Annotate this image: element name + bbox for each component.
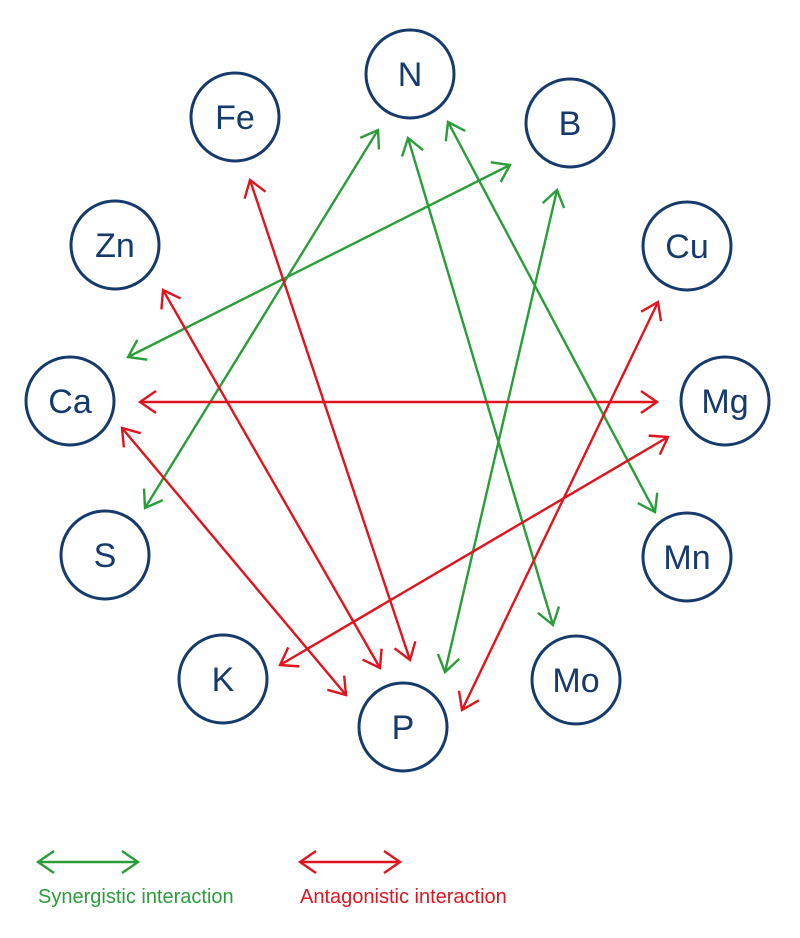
node-label: K xyxy=(212,661,235,699)
antagonistic-arrow-cu-p xyxy=(457,300,663,712)
node-fe: Fe xyxy=(189,71,281,163)
node-circle xyxy=(69,199,161,291)
node-circle xyxy=(524,77,616,169)
node-label: Ca xyxy=(48,383,92,421)
arrow-head-icon xyxy=(243,177,267,199)
node-label: Mn xyxy=(663,539,710,577)
arrow-head-icon xyxy=(444,120,466,142)
node-n: N xyxy=(364,28,456,120)
arrow-head-icon xyxy=(137,390,157,414)
arrow-line xyxy=(121,427,347,696)
node-label: S xyxy=(94,537,117,575)
arrow-head-icon xyxy=(436,653,461,675)
node-label: Fe xyxy=(215,99,255,137)
node-circle xyxy=(679,355,771,447)
arrow-head-icon xyxy=(537,606,561,628)
node-ca: Ca xyxy=(24,355,116,447)
synergistic-arrow-n-s xyxy=(142,128,381,510)
legend-antagonistic-label: Antagonistic interaction xyxy=(300,886,507,908)
arrow-head-icon xyxy=(457,690,480,712)
arrow-line xyxy=(248,179,412,661)
arrow-head-icon xyxy=(541,187,566,209)
legend-synergistic-arrow-icon xyxy=(35,850,141,874)
node-p: P xyxy=(357,681,449,773)
node-label: B xyxy=(559,105,582,143)
node-b: B xyxy=(524,77,616,169)
arrow-head-icon xyxy=(160,288,182,310)
node-circle xyxy=(357,681,449,773)
antagonistic-arrow-mg-k xyxy=(278,434,670,668)
arrow-head-icon xyxy=(326,675,348,697)
legend-arrow-head-icon xyxy=(35,850,55,874)
node-label: Mo xyxy=(552,662,599,700)
arrow-line xyxy=(161,289,382,669)
arrow-head-icon xyxy=(648,434,670,456)
node-circle xyxy=(364,28,456,120)
arrow-line xyxy=(143,129,380,509)
arrow-head-icon xyxy=(278,646,300,668)
arrow-line xyxy=(443,189,559,673)
arrow-head-icon xyxy=(126,339,148,361)
arrow-head-icon xyxy=(640,390,660,414)
arrow-head-icon xyxy=(142,488,164,510)
arrow-line xyxy=(127,163,511,359)
arrow-line xyxy=(446,121,657,513)
arrow-head-icon xyxy=(490,161,512,183)
node-zn: Zn xyxy=(69,199,161,291)
legend-antagonistic-arrow-icon xyxy=(297,850,403,874)
synergistic-arrow-b-p xyxy=(436,187,566,675)
antagonistic-arrow-fe-p xyxy=(243,177,417,663)
node-circle xyxy=(59,509,151,601)
arrow-line xyxy=(460,301,660,711)
node-label: P xyxy=(392,709,415,747)
legend-arrow-head-icon xyxy=(121,850,141,874)
node-circle xyxy=(530,634,622,726)
node-mg: Mg xyxy=(679,355,771,447)
synergistic-arrow-n-mn xyxy=(444,120,659,514)
node-circle xyxy=(24,355,116,447)
arrow-head-icon xyxy=(640,300,663,322)
arrow-line xyxy=(406,137,555,626)
node-label: Mg xyxy=(701,383,748,421)
legend-arrow-head-icon xyxy=(297,850,317,874)
node-circle xyxy=(177,633,269,725)
node-circle xyxy=(641,200,733,292)
antagonistic-arrow-ca-mg xyxy=(137,390,660,414)
node-k: K xyxy=(177,633,269,725)
node-circle xyxy=(189,71,281,163)
node-circle xyxy=(641,511,733,603)
arrow-head-icon xyxy=(361,648,383,670)
arrow-head-icon xyxy=(393,641,417,663)
node-mo: Mo xyxy=(530,634,622,726)
node-label: N xyxy=(398,56,423,94)
arrow-head-icon xyxy=(120,426,142,448)
node-cu: Cu xyxy=(641,200,733,292)
arrow-head-icon xyxy=(637,492,659,514)
node-s: S xyxy=(59,509,151,601)
synergistic-arrow-b-ca xyxy=(126,161,512,361)
legend-arrow-head-icon xyxy=(383,850,403,874)
arrow-line xyxy=(279,435,669,667)
node-label: Zn xyxy=(95,227,135,265)
antagonistic-arrow-zn-p xyxy=(160,288,383,670)
node-label: Cu xyxy=(665,228,708,266)
arrow-head-icon xyxy=(400,135,424,157)
node-mn: Mn xyxy=(641,511,733,603)
arrow-head-icon xyxy=(359,128,381,150)
synergistic-arrow-n-mo xyxy=(400,135,561,628)
legend-synergistic-label: Synergistic interaction xyxy=(38,886,234,908)
antagonistic-arrow-ca-p xyxy=(120,426,348,697)
